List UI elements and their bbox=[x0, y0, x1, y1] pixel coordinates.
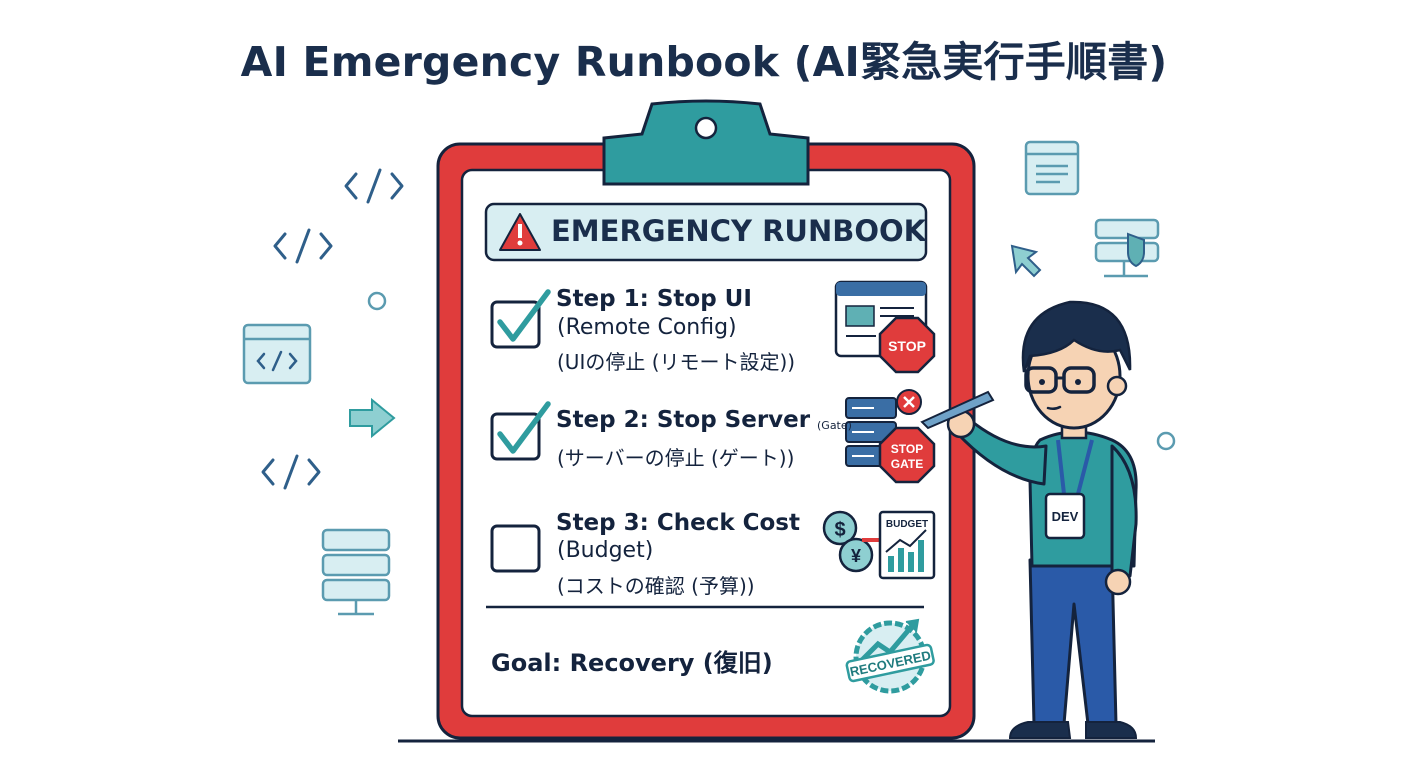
page-title: AI Emergency Runbook (AI緊急実行手順書) bbox=[240, 38, 1168, 86]
step-3-japanese: (コストの確認 (予算)) bbox=[557, 574, 755, 598]
recovered-stamp-icon: RECOVERED bbox=[845, 618, 935, 694]
badge-label: DEV bbox=[1052, 509, 1079, 524]
svg-text:BUDGET: BUDGET bbox=[886, 519, 928, 530]
server-stop-icon: STOP GATE bbox=[845, 389, 936, 484]
badge bbox=[1044, 492, 1086, 540]
warning-icon bbox=[499, 213, 541, 251]
step-2-title: Step 2: Stop Server bbox=[556, 407, 811, 433]
dollar-coin-icon bbox=[822, 510, 858, 546]
stop-sign-label: STOP bbox=[891, 442, 923, 456]
banner bbox=[484, 202, 928, 262]
code-window-icon bbox=[242, 323, 312, 385]
svg-text:$: $ bbox=[834, 519, 845, 541]
checkmark-icon bbox=[497, 289, 551, 342]
step-3-subtitle: (Budget) bbox=[557, 538, 654, 563]
banner-title: EMERGENCY RUNBOOK bbox=[551, 214, 927, 248]
step-3-title: Step 3: Check Cost bbox=[556, 510, 800, 536]
glasses-icon bbox=[1024, 366, 1058, 394]
dot-icon bbox=[1156, 431, 1176, 451]
clipboard bbox=[436, 99, 976, 740]
server-icon bbox=[321, 528, 391, 616]
step-2-checkbox bbox=[490, 401, 551, 461]
goal-text: Goal: Recovery (復旧) bbox=[491, 649, 773, 677]
secure-server-icon bbox=[1094, 218, 1160, 278]
step-1-subtitle: (Remote Config) bbox=[557, 315, 737, 340]
cursor-icon bbox=[1010, 244, 1042, 278]
dot-icon bbox=[367, 291, 387, 311]
document-window-icon bbox=[1024, 140, 1080, 196]
gate-sign-label: GATE bbox=[891, 457, 923, 471]
yen-coin-icon bbox=[838, 537, 874, 573]
stop-sign-label: STOP bbox=[888, 338, 926, 354]
step-2-note: (Gate) bbox=[817, 419, 852, 432]
step-2-japanese: (サーバーの停止 (ゲート)) bbox=[557, 446, 795, 470]
browser-stop-icon: STOP bbox=[834, 280, 936, 374]
code-icon bbox=[344, 168, 404, 204]
step-1-japanese: (UIの停止 (リモート設定)) bbox=[557, 350, 796, 374]
budget-icon: $ ¥ BUDGET bbox=[822, 510, 936, 580]
pen-icon bbox=[920, 390, 995, 430]
checkmark-icon bbox=[497, 401, 551, 454]
step-3-checkbox bbox=[490, 524, 541, 573]
developer-character: DEV bbox=[920, 300, 1138, 739]
arrow-right-icon bbox=[349, 397, 396, 439]
code-icon bbox=[261, 454, 321, 490]
code-icon bbox=[273, 228, 333, 264]
clip-icon bbox=[602, 99, 810, 186]
svg-text:¥: ¥ bbox=[851, 546, 861, 566]
step-1-checkbox bbox=[490, 289, 551, 349]
step-1-title: Step 1: Stop UI bbox=[556, 286, 752, 312]
